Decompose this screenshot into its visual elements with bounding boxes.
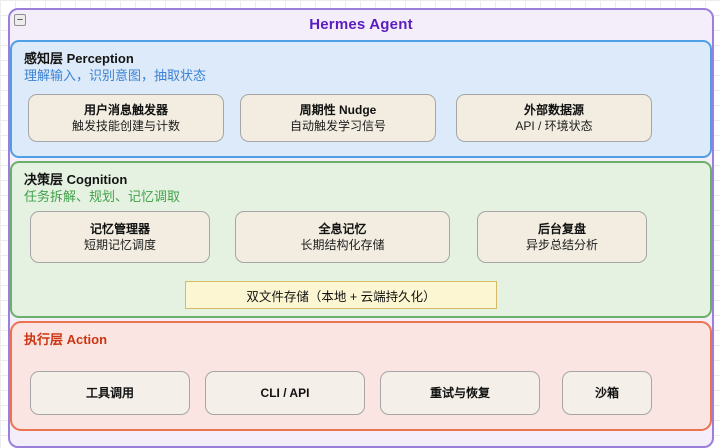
node-subtitle: 触发技能创建与计数 bbox=[71, 119, 180, 133]
perception-layer-subtitle: 理解输入，识别意图，抽取状态 bbox=[24, 68, 207, 83]
node-periodic-nudge[interactable]: 周期性 Nudge 自动触发学习信号 bbox=[240, 94, 436, 142]
node-user-message-trigger[interactable]: 用户消息触发器 触发技能创建与计数 bbox=[28, 94, 224, 142]
node-title: 周期性 Nudge bbox=[299, 103, 377, 117]
cognition-layer-subtitle: 任务拆解、规划、记忆调取 bbox=[24, 189, 181, 204]
collapse-group-icon[interactable]: − bbox=[14, 14, 26, 26]
node-dual-file-storage[interactable]: 双文件存储（本地 + 云端持久化） bbox=[185, 281, 497, 309]
node-retry-recovery[interactable]: 重试与恢复 bbox=[380, 371, 540, 415]
node-title: 工具调用 bbox=[85, 386, 134, 400]
node-holographic-memory[interactable]: 全息记忆 长期结构化存储 bbox=[235, 211, 450, 263]
node-title: 重试与恢复 bbox=[429, 386, 490, 400]
node-title: 记忆管理器 bbox=[89, 222, 150, 236]
node-external-data-source[interactable]: 外部数据源 API / 环境状态 bbox=[456, 94, 652, 142]
layer-cognition[interactable]: 决策层 Cognition 任务拆解、规划、记忆调取 记忆管理器 短期记忆调度 … bbox=[10, 161, 712, 318]
node-subtitle: 自动触发学习信号 bbox=[289, 119, 386, 133]
layer-perception[interactable]: 感知层 Perception 理解输入，识别意图，抽取状态 用户消息触发器 触发… bbox=[10, 40, 712, 158]
perception-layer-title: 感知层 Perception bbox=[24, 51, 134, 66]
hermes-agent-group[interactable]: − Hermes Agent 感知层 Perception 理解输入，识别意图，… bbox=[8, 8, 714, 448]
node-title: 外部数据源 bbox=[523, 103, 584, 117]
node-memory-manager[interactable]: 记忆管理器 短期记忆调度 bbox=[30, 211, 210, 263]
node-subtitle: API / 环境状态 bbox=[515, 119, 593, 133]
action-layer-title: 执行层 Action bbox=[24, 332, 108, 347]
cognition-layer-title: 决策层 Cognition bbox=[24, 172, 128, 187]
node-title: 全息记忆 bbox=[318, 222, 367, 236]
node-background-review[interactable]: 后台复盘 异步总结分析 bbox=[477, 211, 647, 263]
node-title: CLI / API bbox=[260, 386, 310, 400]
node-subtitle: 异步总结分析 bbox=[525, 238, 598, 252]
node-title: 后台复盘 bbox=[537, 222, 586, 236]
node-tool-invocation[interactable]: 工具调用 bbox=[30, 371, 190, 415]
node-subtitle: 长期结构化存储 bbox=[300, 238, 385, 252]
node-cli-api[interactable]: CLI / API bbox=[205, 371, 365, 415]
node-subtitle: 短期记忆调度 bbox=[83, 238, 156, 252]
node-title: 用户消息触发器 bbox=[83, 103, 168, 117]
node-sandbox[interactable]: 沙箱 bbox=[562, 371, 652, 415]
agent-group-title: Hermes Agent bbox=[309, 16, 413, 33]
node-title: 沙箱 bbox=[594, 386, 619, 400]
layer-action[interactable]: 执行层 Action 工具调用 CLI / API 重试与恢复 沙箱 bbox=[10, 321, 712, 431]
